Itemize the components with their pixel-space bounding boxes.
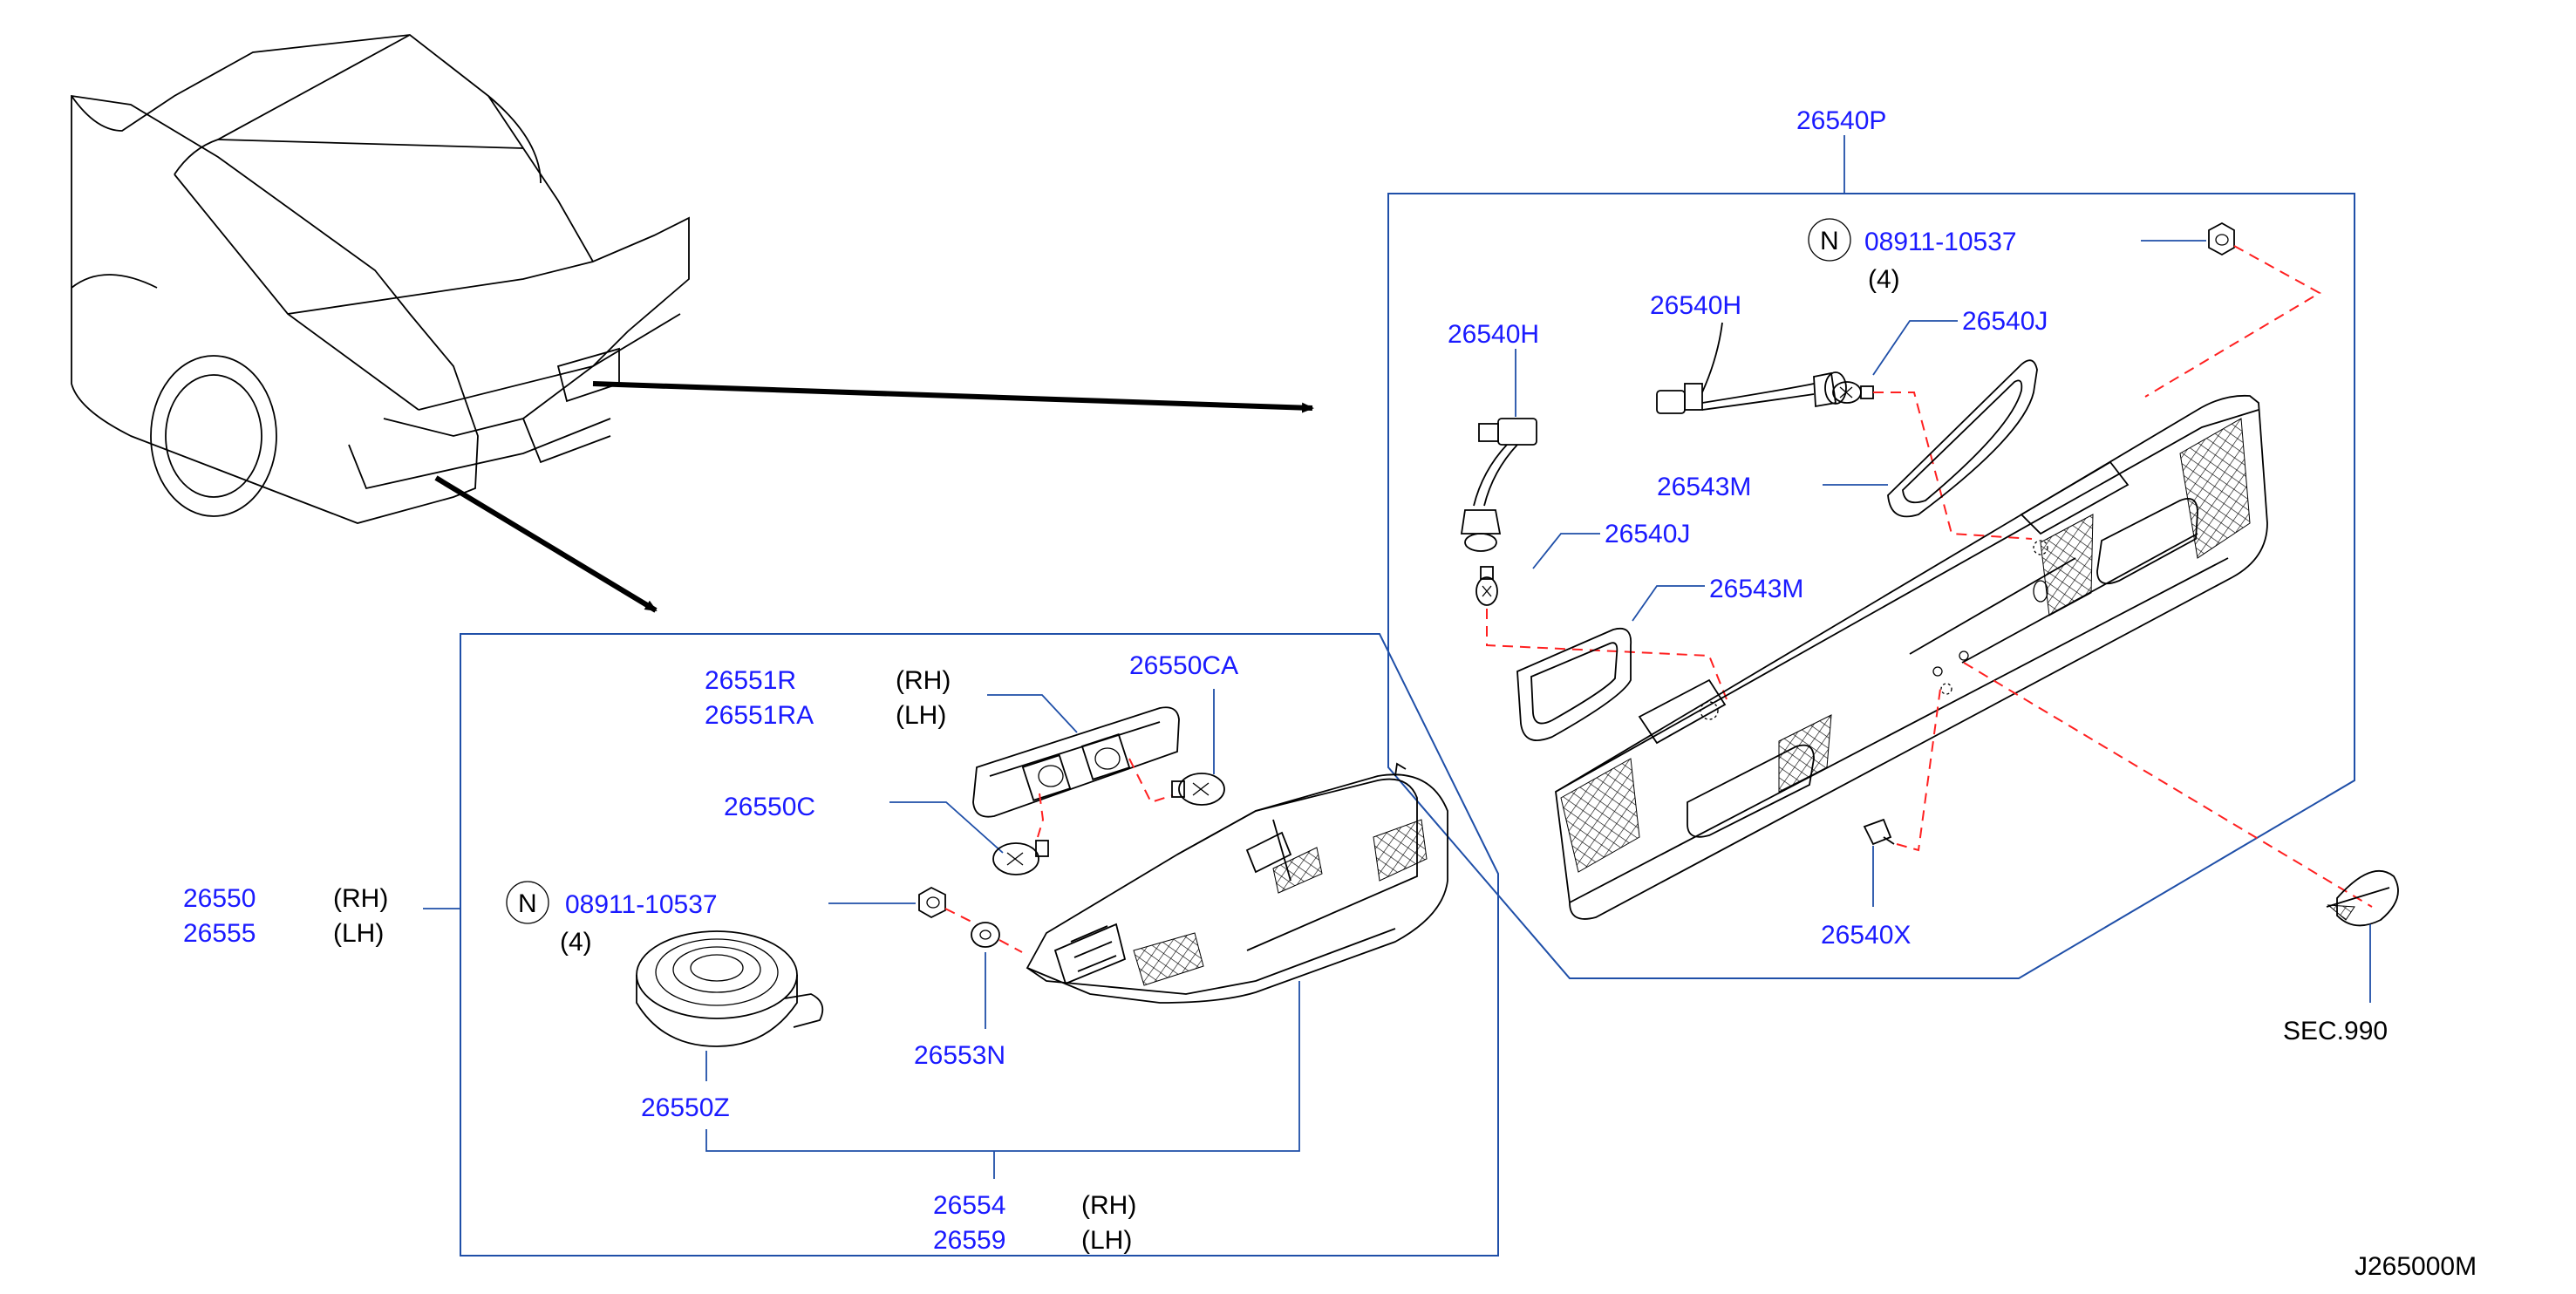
label-26550Z: 26550Z [641,1093,730,1122]
label-qty-right: (4) [1868,265,1900,294]
bulb-socket-harness-icon-2 [1656,322,1847,414]
gasket-icon-2 [1516,627,1632,741]
sealer-tape-icon [636,930,824,1047]
label-lh-2: (LH) [333,919,384,948]
nut-symbol-left: N [518,889,537,918]
combination-lamp-frame: 26551R 26551RA (RH) (LH) 26550CA 26550C [460,633,1499,1257]
label-rh-1: (RH) [896,666,951,695]
label-08911-10537-left: 08911-10537 [565,890,718,919]
arrow-to-combination-lamp [434,475,658,613]
label-26540J-b: 26540J [1962,307,2048,336]
label-lh-3: (LH) [1081,1226,1132,1255]
wedge-bulb-icon-2 [1832,381,1874,404]
emblem-icon [2326,869,2399,927]
label-26559: 26559 [933,1226,1005,1255]
bulb-socket-harness-icon [1460,418,1537,552]
arrow-to-finisher [592,381,1314,413]
label-26543M-b: 26543M [1709,575,1803,603]
combination-lamp-housing [1026,762,1448,1004]
label-rh-2: (RH) [333,884,388,913]
nut-icon-left [918,886,946,919]
wedge-bulb-icon [1475,566,1498,606]
nut-symbol-circle [1808,218,1851,262]
label-26555: 26555 [183,919,256,948]
bulb-icon-26550CA [1171,773,1225,806]
label-lh-1: (LH) [896,701,946,730]
label-26540P: 26540P [1796,106,1886,135]
label-26540H-b: 26540H [1650,291,1741,320]
nut-symbol: N [1820,227,1839,255]
clip-icon [1863,818,1895,846]
washer-icon [971,922,1000,948]
nut-icon [2208,221,2235,256]
label-26540X: 26540X [1821,921,1911,950]
vehicle-rear-view [71,34,690,524]
label-26554: 26554 [933,1191,1005,1220]
gasket-icon [1887,359,2038,518]
bulb-icon-26550C [992,840,1049,875]
finisher-assembly-frame: 26540P N 08911-10537 (4) 26540H 26540J [1387,106,2373,979]
label-26540H-a: 26540H [1448,320,1539,349]
label-26551RA: 26551RA [705,701,814,730]
label-sec990: SEC.990 [2283,1017,2388,1045]
label-26550CA: 26550CA [1129,651,1238,680]
label-08911-10537-right: 08911-10537 [1864,228,2017,256]
label-rh-3: (RH) [1081,1191,1136,1220]
label-26540J-a: 26540J [1605,520,1690,548]
rear-finisher-panel [1555,394,2268,920]
label-26553N: 26553N [914,1041,1005,1070]
lamp-socket-bracket-icon [972,706,1180,818]
label-qty-left: (4) [560,928,592,957]
nut-symbol-circle-left [506,881,549,924]
label-26550: 26550 [183,884,256,913]
label-26550C: 26550C [724,793,815,821]
label-26551R: 26551R [705,666,796,695]
label-26543M-a: 26543M [1657,473,1751,501]
diagram-code: J265000M [2355,1252,2477,1281]
